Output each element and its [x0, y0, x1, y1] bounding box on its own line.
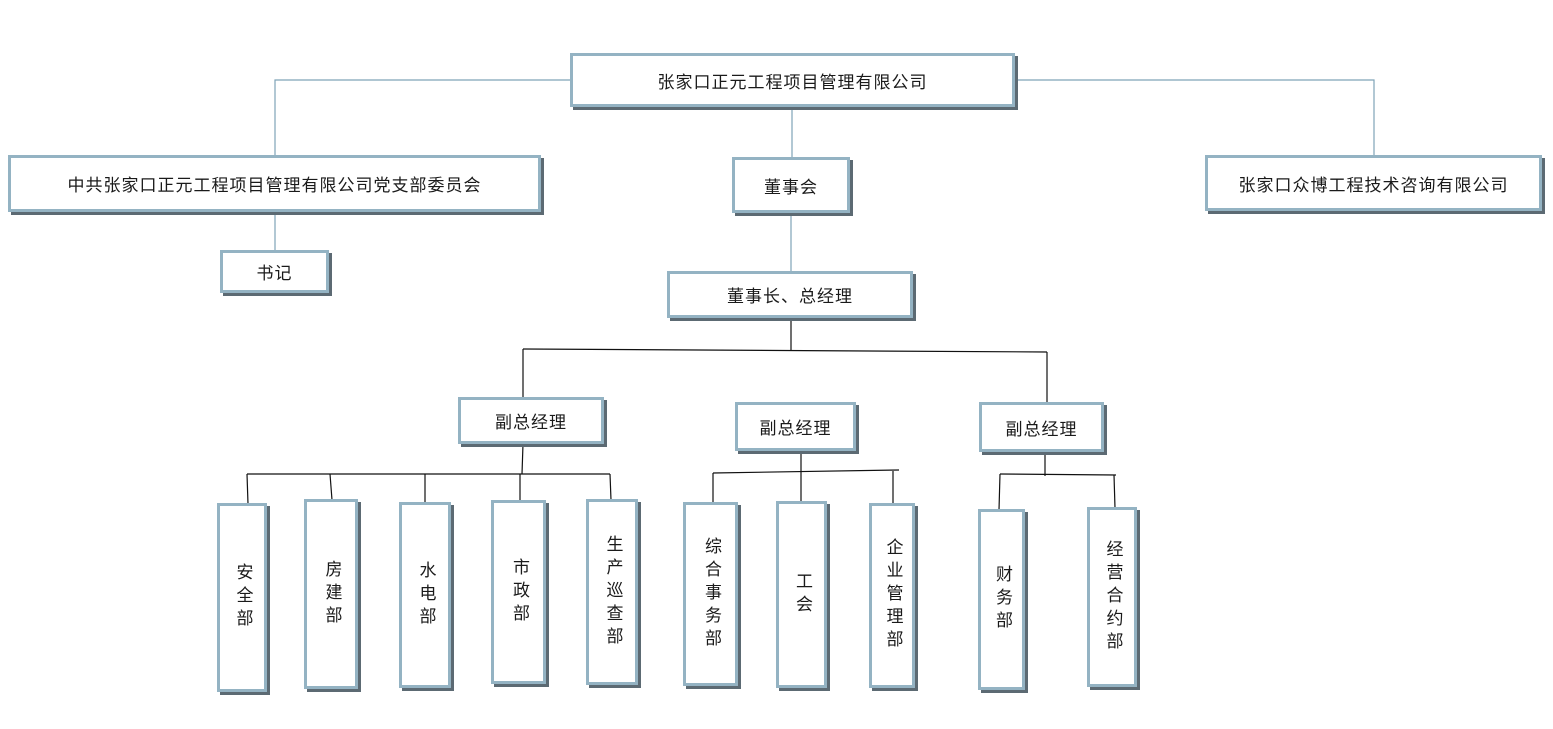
- connector-company-party: [274, 79, 571, 156]
- department-box: 经营合约部: [1087, 507, 1137, 687]
- party-committee-box: 中共张家口正元工程项目管理有限公司党支部委员会: [8, 155, 541, 212]
- deputy-gm-box: 副总经理: [458, 397, 604, 444]
- department-box: 工会: [776, 501, 827, 688]
- connector-g1-down: [521, 443, 524, 475]
- connector-g1-d5: [609, 473, 612, 501]
- connector-company-affiliate: [1015, 79, 1375, 156]
- chairman-gm-box: 董事长、总经理: [667, 271, 913, 318]
- department-box: 综合事务部: [683, 502, 738, 686]
- connector-g1-d2: [329, 473, 333, 501]
- connector-g3-d2: [1113, 474, 1116, 509]
- connector-deputy-bus: [522, 348, 1048, 353]
- connector-g3-bus: [999, 473, 1117, 476]
- department-box: 生产巡查部: [586, 499, 638, 685]
- deputy-gm-box: 副总经理: [735, 402, 856, 451]
- board-box: 董事会: [732, 157, 850, 213]
- connector-g1-d1: [246, 473, 249, 505]
- connector-g3-d1: [998, 473, 1001, 511]
- department-box: 财务部: [978, 509, 1025, 690]
- affiliate-box: 张家口众博工程技术咨询有限公司: [1205, 155, 1542, 211]
- deputy-gm-box: 副总经理: [979, 402, 1104, 452]
- department-box: 安全部: [217, 503, 267, 692]
- department-box: 企业管理部: [869, 503, 915, 688]
- department-box: 水电部: [399, 502, 451, 688]
- secretary-box: 书记: [220, 250, 329, 293]
- department-box: 市政部: [491, 500, 546, 684]
- department-box: 房建部: [304, 499, 358, 689]
- company-box: 张家口正元工程项目管理有限公司: [570, 53, 1015, 107]
- connector-g2-bus: [712, 469, 900, 474]
